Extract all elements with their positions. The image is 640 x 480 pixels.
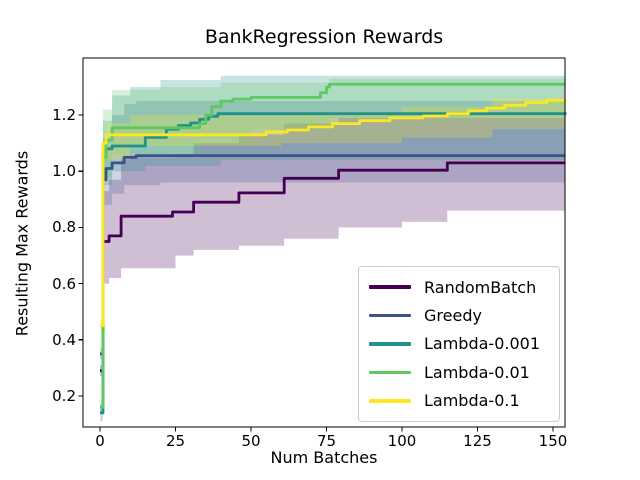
x-tick-label: 150 [538, 432, 568, 450]
confidence-band-Lambda-0.1 [100, 92, 566, 332]
legend-label: Lambda-0.1 [424, 391, 520, 411]
x-axis-label: Num Batches [270, 448, 378, 467]
legend-label: RandomBatch [424, 277, 537, 297]
series-line-RandomBatch [100, 161, 566, 373]
legend-item-Lambda-0.01: Lambda-0.01 [369, 363, 549, 382]
x-tick-label: 0 [95, 432, 105, 450]
x-tick-label: 50 [241, 432, 261, 450]
y-tick-label: 0.6 [52, 274, 76, 293]
y-tick-label: 1.2 [52, 106, 76, 125]
legend-label: Greedy [424, 306, 482, 326]
y-axis-label: Resulting Max Rewards [12, 150, 32, 337]
legend-item-Lambda-0.001: Lambda-0.001 [369, 334, 549, 353]
y-tick-label: 0.2 [52, 386, 76, 405]
y-tick-label: 0.8 [52, 218, 76, 237]
chart-title: BankRegression Rewards [204, 26, 444, 48]
legend-label: Lambda-0.01 [424, 362, 530, 382]
legend-line-swatch [369, 342, 411, 346]
x-tick-label: 125 [463, 432, 492, 450]
confidence-band-Lambda-0.001 [100, 73, 566, 422]
legend-item-Greedy: Greedy [369, 306, 549, 325]
series-line-Lambda-0.1 [100, 98, 567, 328]
x-tick-label: 25 [165, 432, 186, 450]
legend-line-swatch [369, 313, 411, 318]
y-tick-label: 0.4 [52, 330, 76, 349]
x-tick-label: 100 [387, 432, 417, 450]
legend-item-Lambda-0.1: Lambda-0.1 [369, 391, 549, 410]
legend-label: Lambda-0.001 [424, 334, 540, 354]
axes-frame [82, 57, 566, 428]
legend-line-swatch [369, 399, 411, 403]
y-tick-label: 1.0 [52, 162, 76, 181]
confidence-band-Greedy [100, 101, 566, 360]
legend-line-swatch [369, 370, 411, 375]
legend-item-RandomBatch: RandomBatch [369, 278, 549, 297]
confidence-band-Lambda-0.01 [100, 77, 566, 413]
legend-line-swatch [369, 285, 411, 289]
x-tick-label: 75 [316, 432, 337, 450]
confidence-band-RandomBatch [100, 117, 566, 377]
